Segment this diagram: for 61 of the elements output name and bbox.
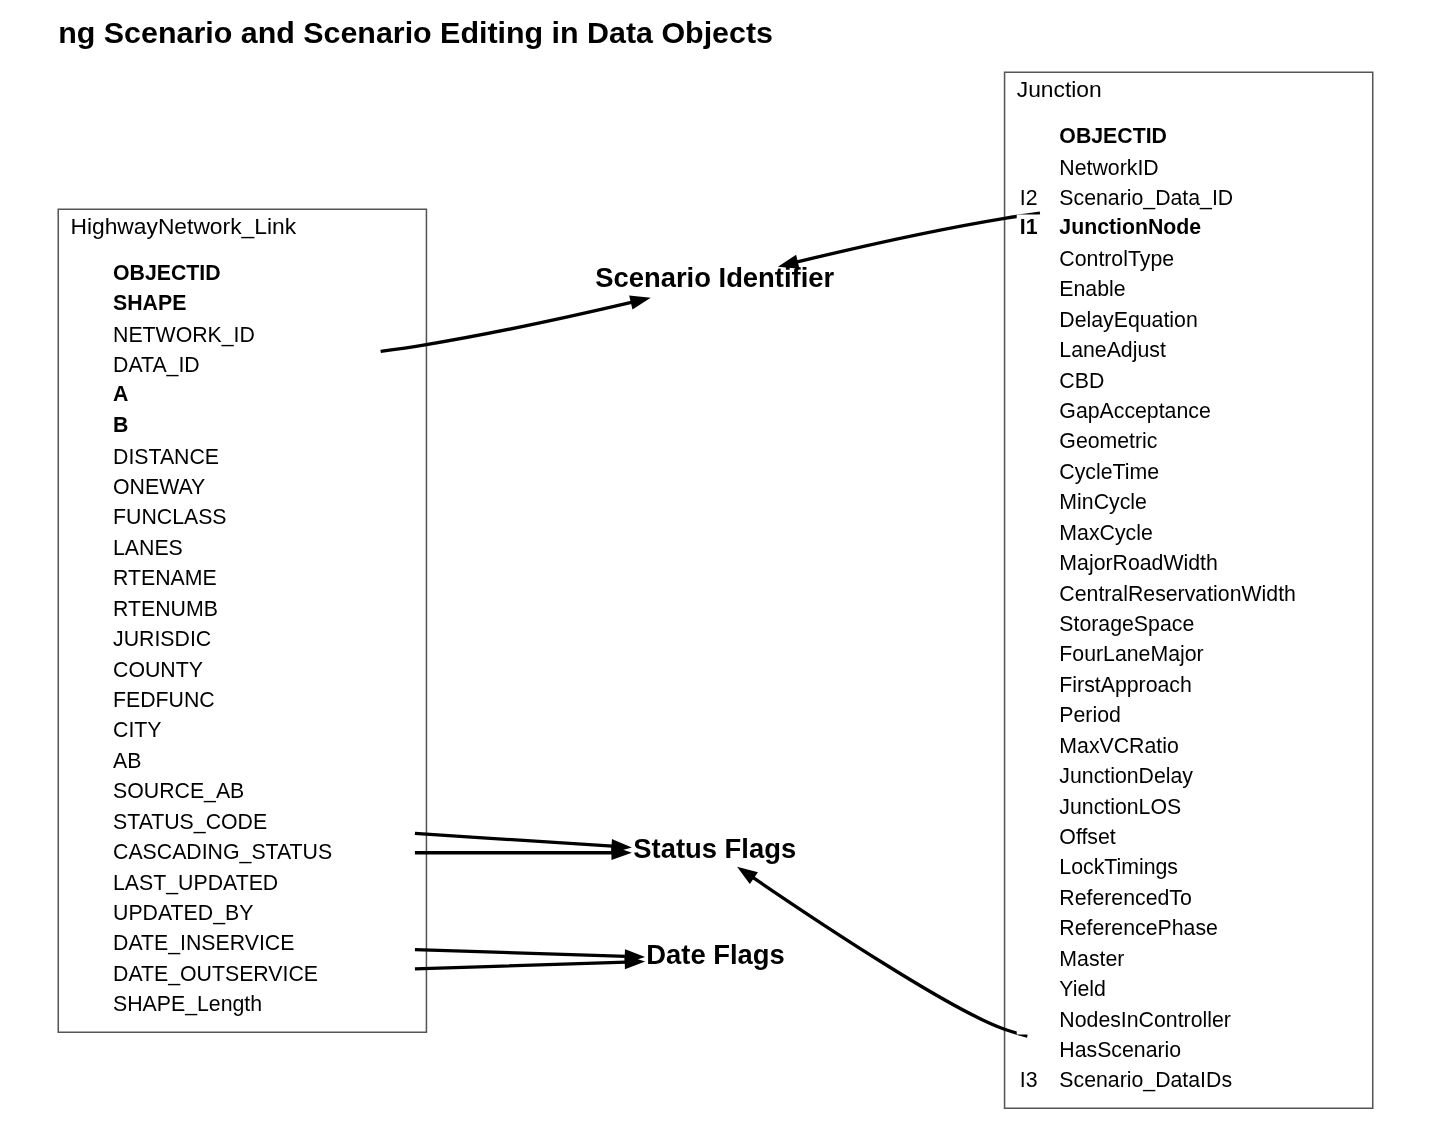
node-text: Yield xyxy=(1059,977,1106,1002)
node-text: FUNCLASS xyxy=(113,505,227,530)
node-text: I3 Scenario_DataIDs xyxy=(1019,1068,1233,1093)
node-text: GapAcceptance xyxy=(1059,398,1211,423)
node-text: FourLaneMajor xyxy=(1059,642,1204,667)
node-text: I1 JunctionNode xyxy=(1019,214,1202,239)
node-text: CycleTime xyxy=(1059,459,1160,484)
node-text: NodesInController xyxy=(1059,1007,1231,1032)
node-text: ONEWAY xyxy=(113,475,206,500)
node-text: Scenario Identifier xyxy=(595,262,835,294)
diagram-title: ng Scenario and Scenario Editing in Data Objects xyxy=(58,15,773,50)
node-text: AB xyxy=(113,748,142,773)
node-text: Date Flags xyxy=(646,939,785,971)
node-text: MajorRoadWidth xyxy=(1059,551,1218,576)
node-text: CITY xyxy=(113,718,162,743)
node-text: Period xyxy=(1059,703,1121,728)
node-text: MaxVCRatio xyxy=(1059,733,1179,758)
node-text: LockTimings xyxy=(1059,855,1179,880)
node-text: LANES xyxy=(113,535,183,560)
node-text: StorageSpace xyxy=(1059,611,1195,636)
node-text: MaxCycle xyxy=(1059,520,1153,545)
node-text: CentralReservationWidth xyxy=(1059,581,1296,606)
node-text: Enable xyxy=(1059,277,1126,302)
node-text: JunctionDelay xyxy=(1059,764,1194,789)
node-text: ReferencedTo xyxy=(1059,885,1192,910)
node-text: JunctionLOS xyxy=(1059,794,1182,819)
node-text: LAST_UPDATED xyxy=(113,870,279,895)
node-text: DATE_OUTSERVICE xyxy=(113,961,319,986)
node-text: SOURCE_AB xyxy=(113,779,245,804)
node-text: UPDATED_BY xyxy=(113,901,254,926)
node-text: NetworkID xyxy=(1059,155,1159,180)
node-text: ReferencePhase xyxy=(1059,916,1218,941)
node-text: MinCycle xyxy=(1059,490,1147,515)
node-text: DelayEquation xyxy=(1059,307,1198,332)
node-text: RTENAME xyxy=(113,566,217,591)
node-text: LaneAdjust xyxy=(1059,338,1166,363)
node-text: A xyxy=(113,382,129,407)
node-text: Geometric xyxy=(1059,429,1158,454)
node-text: CBD xyxy=(1059,368,1105,393)
node-text: SHAPE xyxy=(113,290,187,315)
node-text: ControlType xyxy=(1059,246,1175,271)
node-text: COUNTY xyxy=(113,657,203,682)
node-text: NETWORK_ID xyxy=(113,322,255,347)
node-text: I2 Scenario_Data_ID xyxy=(1019,185,1234,210)
node-text: OBJECTID xyxy=(113,260,221,285)
node-text: FEDFUNC xyxy=(113,688,215,713)
node-text: HasScenario xyxy=(1059,1037,1182,1062)
node-text: JURISDIC xyxy=(113,627,212,652)
node-text: DATE_INSERVICE xyxy=(113,931,295,956)
node-text: SHAPE_Length xyxy=(113,992,263,1017)
node-text: Offset xyxy=(1059,824,1116,849)
node-text: B xyxy=(113,412,129,437)
node-text: RTENUMB xyxy=(113,596,218,621)
node-text: CASCADING_STATUS xyxy=(113,840,333,865)
node-text: Master xyxy=(1059,946,1125,971)
node-text: STATUS_CODE xyxy=(113,809,268,834)
node-text: Status Flags xyxy=(633,832,797,864)
node-text: DISTANCE xyxy=(113,444,220,469)
node-text: FirstApproach xyxy=(1059,672,1192,697)
node-text: OBJECTID xyxy=(1059,123,1167,148)
node-text: DATA_ID xyxy=(113,353,200,378)
